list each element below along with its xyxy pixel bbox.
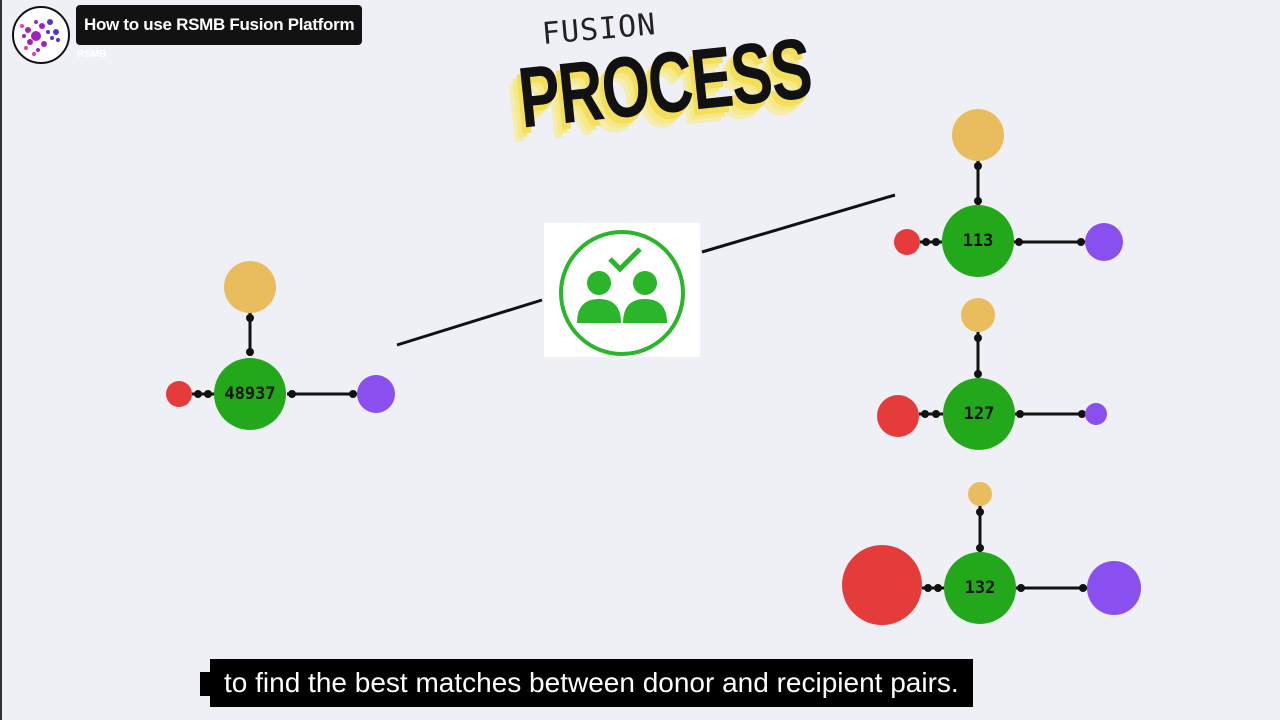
recipient-node: 127 xyxy=(943,378,1015,450)
recipient-node: 132 xyxy=(944,552,1016,624)
channel-avatar[interactable] xyxy=(12,6,70,64)
rsmb-logo-icon xyxy=(20,19,60,56)
top-attribute-node xyxy=(961,298,995,332)
recipient-node: 113 xyxy=(942,205,1014,277)
match-line-left xyxy=(396,298,543,347)
left-attribute-node xyxy=(877,395,919,437)
right-attribute-node xyxy=(1087,561,1141,615)
top-attribute-node xyxy=(968,482,992,506)
users-check-icon xyxy=(559,230,685,356)
subtitle-caption: to find the best matches between donor a… xyxy=(210,659,973,707)
left-attribute-node xyxy=(894,229,920,255)
match-line-right xyxy=(701,193,896,254)
right-attribute-node xyxy=(1085,223,1123,261)
donor-node: 48937 xyxy=(214,358,286,430)
caption-fragment xyxy=(200,672,212,696)
right-attribute-node xyxy=(1085,403,1107,425)
channel-name[interactable]: RSMB xyxy=(77,49,107,60)
left-attribute-node xyxy=(842,545,922,625)
top-attribute-node xyxy=(224,261,276,313)
right-attribute-node xyxy=(357,375,395,413)
match-box xyxy=(544,223,700,357)
video-title[interactable]: How to use RSMB Fusion Platform xyxy=(76,5,363,45)
left-attribute-node xyxy=(166,381,192,407)
top-attribute-node xyxy=(952,109,1004,161)
